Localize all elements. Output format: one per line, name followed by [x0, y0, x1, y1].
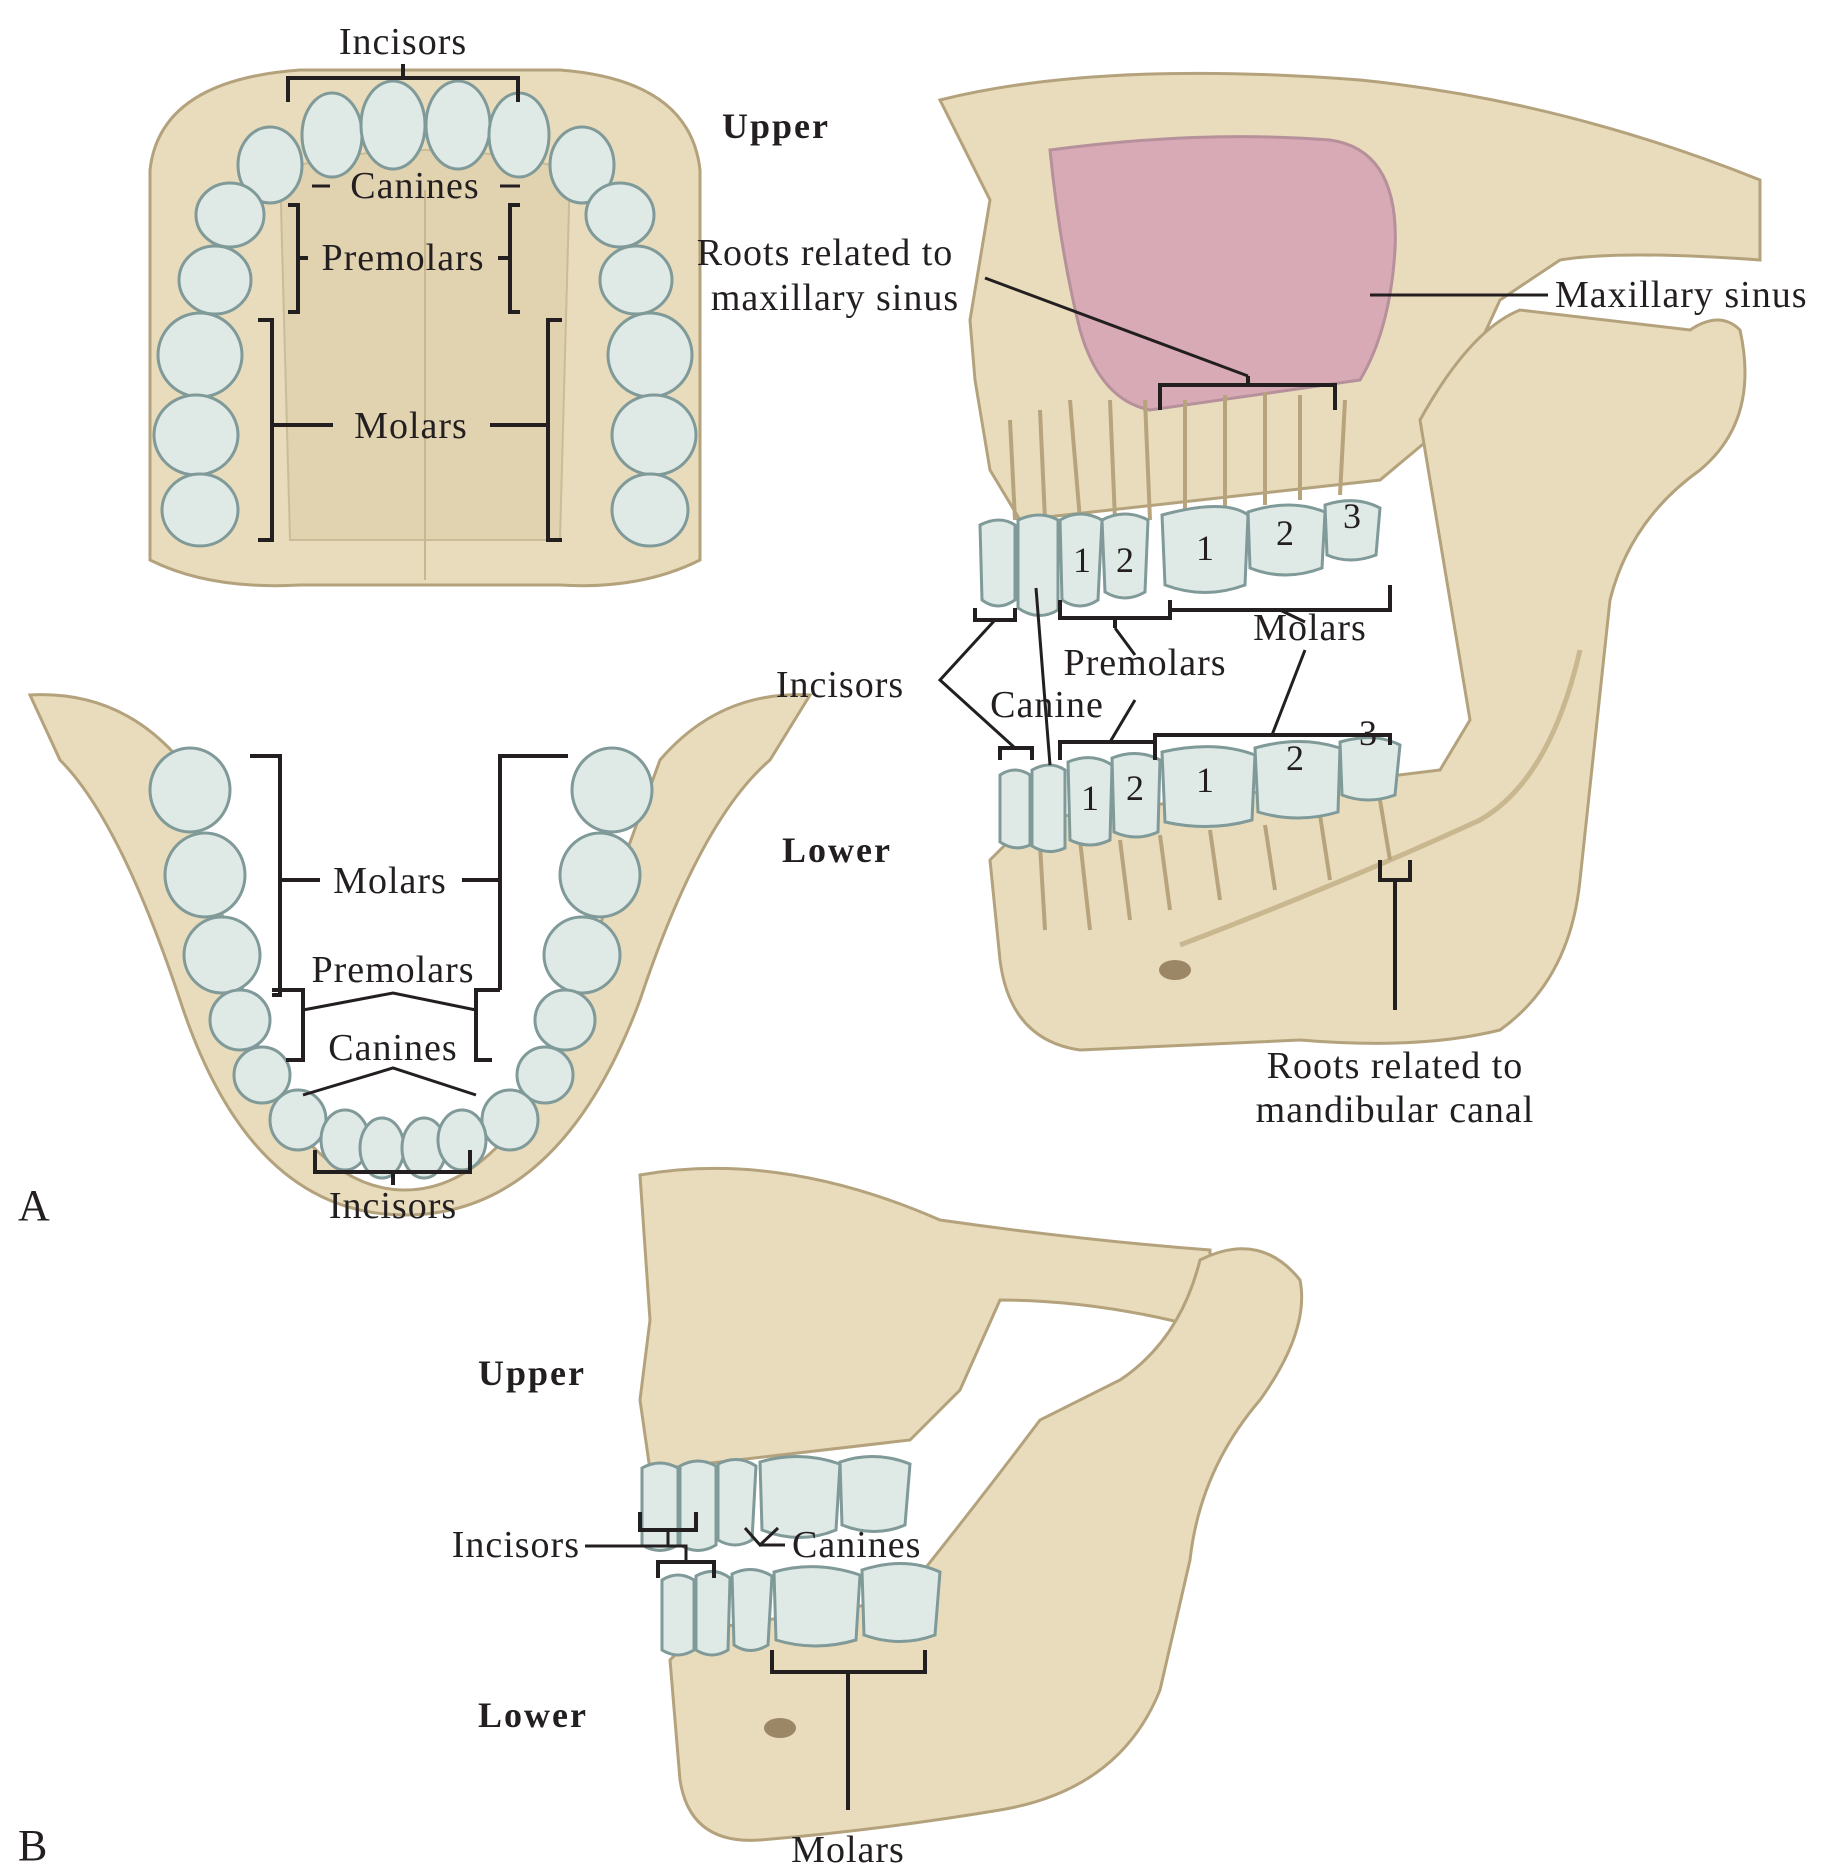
adult-molars-label: Molars [1253, 607, 1367, 649]
upper-molar-1-number: 1 [1196, 528, 1214, 568]
adult-canine-label: Canine [990, 684, 1104, 726]
child-canines-label: Canines [792, 1524, 921, 1566]
upper-incisors-bracket [975, 608, 1015, 620]
child-upper-label: Upper [478, 1353, 586, 1393]
panel-label-b: B [18, 1821, 47, 1870]
lower-molar-1-number: 1 [1196, 760, 1214, 800]
adult-premolars-label: Premolars [1063, 642, 1226, 684]
lower-premolars-label: Premolars [311, 949, 474, 991]
lower-molar-3-number: 3 [1359, 713, 1377, 753]
upper-molar-3-number: 3 [1343, 496, 1361, 536]
upper-premolar-2-number: 2 [1116, 540, 1134, 580]
lower-molar-2-number: 2 [1286, 738, 1304, 778]
lower-canines-leaders [303, 1068, 476, 1095]
adult-upper-label: Upper [722, 106, 830, 146]
child-skull-illustration [640, 1168, 1302, 1840]
child-molars-label: Molars [791, 1829, 905, 1871]
lower-premolars-leaders [303, 993, 476, 1010]
maxillary-sinus-shading [1050, 137, 1395, 410]
upper-premolar-1-number: 1 [1073, 540, 1091, 580]
upper-incisors-label: Incisors [339, 21, 467, 63]
upper-molar-2-number: 2 [1276, 513, 1294, 553]
upper-molars-label: Molars [354, 405, 468, 447]
upper-premolars-label: Premolars [321, 237, 484, 279]
child-incisors-label: Incisors [452, 1524, 580, 1566]
upper-canines-label: Canines [350, 165, 479, 207]
lower-incisors-bracket [1000, 748, 1032, 760]
roots-mandibular-label-line1: Roots related to [1267, 1045, 1524, 1087]
child-lower-label: Lower [478, 1695, 588, 1735]
lower-premolars-bracket-right [476, 990, 500, 1060]
adult-lower-label: Lower [782, 830, 892, 870]
panel-label-a: A [18, 1181, 50, 1230]
lower-canines-label: Canines [328, 1027, 457, 1069]
lower-premolar-2-number: 2 [1126, 768, 1144, 808]
lower-molars-label: Molars [333, 860, 447, 902]
premolars-lower-leader [1110, 700, 1135, 742]
roots-maxillary-label-line2: maxillary sinus [711, 277, 959, 319]
roots-mandibular-label-line2: mandibular canal [1256, 1089, 1535, 1131]
lower-incisors-label: Incisors [329, 1185, 457, 1227]
maxillary-sinus-label: Maxillary sinus [1555, 274, 1807, 316]
adult-skull-illustration [940, 73, 1760, 1050]
roots-maxillary-label-line1: Roots related to [697, 232, 954, 274]
adult-incisors-label: Incisors [776, 664, 904, 706]
lower-premolar-1-number: 1 [1081, 778, 1099, 818]
upper-arch-illustration [150, 70, 700, 586]
adult-upper-teeth [980, 501, 1380, 616]
molars-lower-leader [1272, 650, 1305, 735]
